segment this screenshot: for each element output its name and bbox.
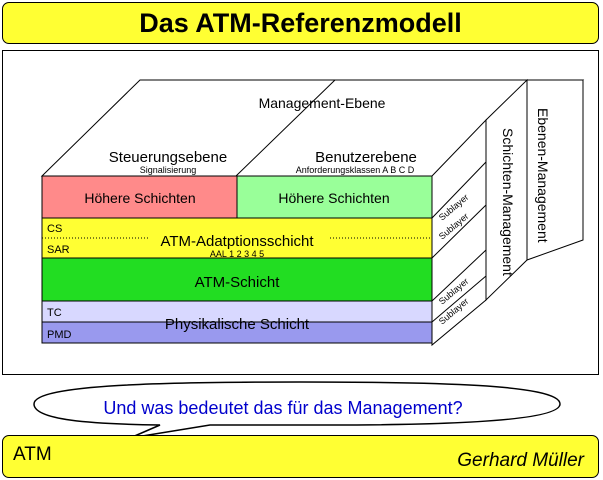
- anforderungsklassen-label: Anforderungsklassen A B C D: [296, 165, 415, 175]
- ebenen-management-face: [526, 79, 584, 261]
- sublayer-divider: [431, 275, 487, 323]
- physikalische-schicht-label: Physikalische Schicht: [165, 316, 310, 333]
- atm-schicht-label: ATM-Schicht: [195, 274, 281, 291]
- pmd-label: PMD: [47, 329, 72, 341]
- atm-adaptionsschicht-label: ATM-Adatptionsschicht: [160, 233, 314, 250]
- speech-bubble: [33, 381, 561, 439]
- hoehere-schichten-right-label: Höhere Schichten: [278, 190, 389, 206]
- adaption-label-bg: [148, 231, 328, 249]
- benutzerebene-label: Benutzerebene: [315, 149, 417, 166]
- signalisierung-label: Signalisierung: [140, 165, 197, 175]
- footer-bar: ATM Gerhard Müller: [2, 435, 599, 478]
- sublayer-divider: [431, 161, 487, 219]
- plane-divider: [235, 79, 336, 177]
- schichten-management-label: Schichten-Management: [500, 128, 516, 276]
- tc-label: TC: [47, 307, 62, 319]
- footer-left-label: ATM: [13, 444, 52, 465]
- hoehere-schichten-right-box: [236, 175, 433, 219]
- speech-bubble-text: Und was bedeutet das für das Management?: [103, 398, 462, 418]
- aal-classes-label: AAL 1 2 3 4 5: [210, 249, 264, 259]
- ebenen-management-label: Ebenen-Management: [535, 108, 551, 243]
- cs-label: CS: [47, 223, 62, 235]
- steuerungsebene-label: Steuerungsebene: [109, 149, 227, 166]
- atm-schicht-box: [41, 257, 433, 302]
- sar-label: SAR: [47, 244, 70, 256]
- footer-author: Gerhard Müller: [457, 450, 584, 471]
- management-ebene-label: Management-Ebene: [259, 95, 386, 111]
- hoehere-schichten-left-label: Höhere Schichten: [84, 190, 195, 206]
- sublayer-divider: [431, 249, 487, 302]
- page-title: Das ATM-Referenzmodell: [139, 7, 462, 38]
- title-bar: Das ATM-Referenzmodell: [2, 2, 599, 44]
- pmd-box: [41, 321, 433, 344]
- sublayer-divider: [431, 204, 487, 259]
